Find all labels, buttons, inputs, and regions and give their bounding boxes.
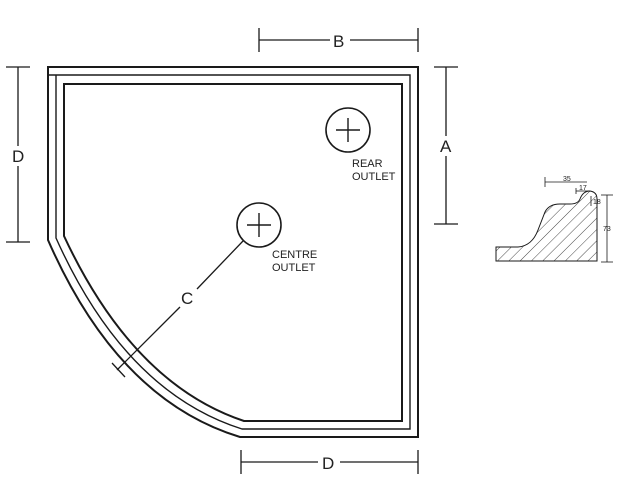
centre-outlet: [236, 202, 282, 248]
rear-outlet: [325, 107, 371, 153]
profile-rim-label: 18: [593, 199, 601, 206]
centre-outlet-label-line1: CENTRE: [272, 249, 317, 261]
dimension-d-left: [6, 66, 30, 243]
tray-edge-profile: [495, 177, 613, 263]
profile-height-label: 73: [603, 226, 611, 233]
dimension-b: [258, 28, 419, 52]
centre-outlet-label-line2: OUTLET: [272, 262, 316, 274]
dimension-d-bottom-label: D: [322, 454, 334, 473]
dimension-c-label: C: [181, 289, 193, 308]
rear-outlet-label-line1: REAR: [352, 158, 383, 170]
dimension-a-label: A: [440, 137, 452, 156]
rear-outlet-label-line2: OUTLET: [352, 171, 396, 183]
radius-c-dimension: [111, 240, 244, 378]
profile-width-label: 35: [563, 176, 571, 183]
tray-outline: [47, 66, 419, 438]
dimension-d-left-label: D: [12, 147, 24, 166]
dimension-b-label: B: [333, 32, 344, 51]
dimension-a: [434, 66, 458, 225]
profile-lip-label: 17: [579, 185, 587, 192]
dimension-d-bottom: [240, 450, 419, 474]
